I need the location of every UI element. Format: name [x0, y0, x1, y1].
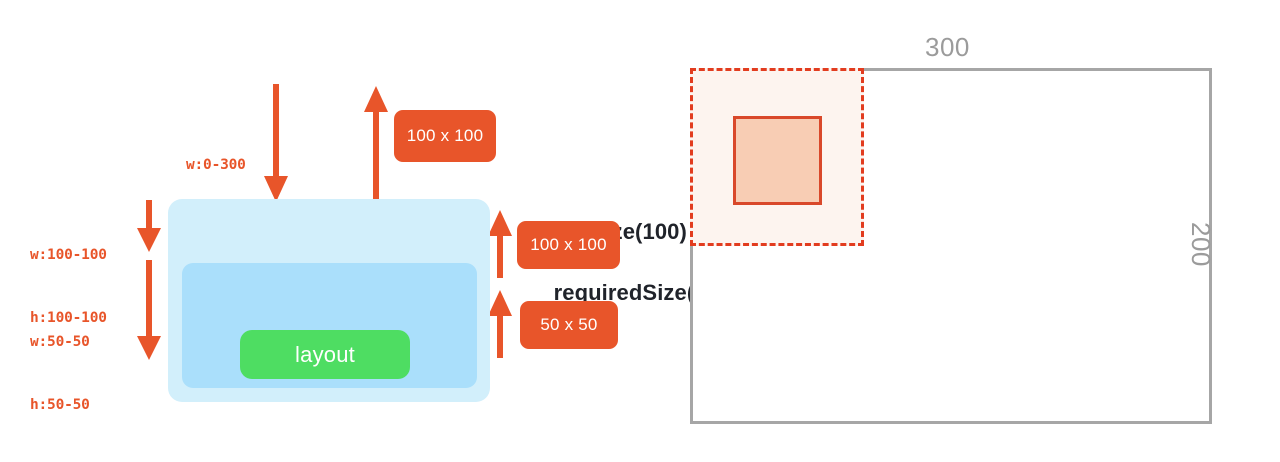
badge-label: 100 x 100 — [530, 235, 607, 254]
constraint-label-required-to-layout: w:50-50 h:50-50 — [30, 290, 90, 458]
constraint-width-line: w:100-100 — [30, 247, 107, 264]
layout-node[interactable]: layout — [240, 330, 410, 379]
arrow-down-incoming-icon — [264, 84, 288, 202]
constraint-height-line: h:100-100 — [30, 310, 107, 327]
layout-node-label: layout — [295, 341, 355, 367]
required-size-50-box — [733, 116, 822, 205]
constraint-height-line: h:50-50 — [30, 397, 90, 414]
arrow-up-size-icon — [488, 210, 512, 278]
viewport-height-label: 200 — [1186, 222, 1216, 267]
badge-label: 100 x 100 — [406, 126, 484, 145]
arrow-down-size-icon — [137, 200, 161, 252]
constraint-label-size-to-required: w:100-100 h:100-100 — [30, 203, 107, 371]
badge-measured-size: 100 x 100 — [517, 221, 620, 269]
constraint-width-line: w:0-300 — [186, 157, 246, 174]
constraint-width-line: w:50-50 — [30, 334, 90, 351]
arrow-up-measured-root-icon — [364, 86, 388, 202]
badge-label: 50 x 50 — [540, 315, 598, 334]
badge-measured-required: 50 x 50 — [520, 301, 618, 349]
arrow-up-required-icon — [488, 290, 512, 358]
arrow-down-required-icon — [137, 260, 161, 360]
viewport-width-label: 300 — [925, 32, 970, 62]
badge-measured-root: 100 x 100 — [394, 110, 496, 162]
